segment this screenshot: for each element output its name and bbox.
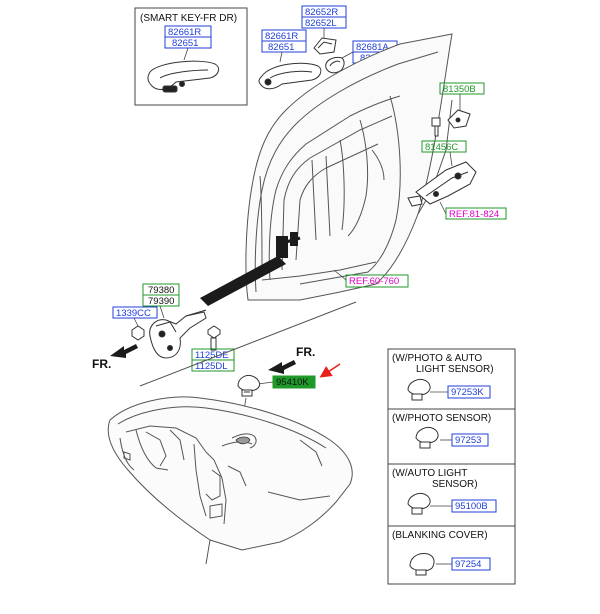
hinge-cap bbox=[447, 109, 471, 129]
outside-door-handle bbox=[258, 62, 322, 90]
svg-text:81456C: 81456C bbox=[425, 142, 458, 153]
svg-text:95100B: 95100B bbox=[455, 501, 488, 512]
part-label-1125DE[interactable]: 1125DE bbox=[191, 348, 235, 361]
svg-text:REF.81-824: REF.81-824 bbox=[449, 209, 499, 220]
svg-text:1125DL: 1125DL bbox=[195, 361, 228, 372]
option-panel-photo-auto: (W/PHOTO & AUTO LIGHT SENSOR) 97253K bbox=[387, 348, 516, 410]
svg-text:81350B: 81350B bbox=[443, 84, 476, 95]
part-label-82661R-handle[interactable]: 82661R bbox=[261, 29, 307, 42]
part-label-95410K[interactable]: 95410K bbox=[272, 375, 316, 389]
part-label-97253K[interactable]: 97253K bbox=[447, 385, 491, 399]
svg-text:FR.: FR. bbox=[92, 357, 111, 371]
part-label-82652R[interactable]: 82652R bbox=[301, 5, 347, 18]
hinge-bolt bbox=[431, 117, 441, 137]
blanking-cover-97254 bbox=[409, 553, 435, 576]
part-label-97254[interactable]: 97254 bbox=[451, 557, 491, 571]
part-label-97253[interactable]: 97253 bbox=[451, 433, 489, 447]
part-label-82651-smart[interactable]: 82651 bbox=[164, 36, 212, 49]
part-label-79380[interactable]: 79380 bbox=[142, 283, 180, 296]
svg-text:82652L: 82652L bbox=[305, 18, 337, 29]
hex-nut bbox=[131, 325, 145, 341]
ref-label-81-824[interactable]: REF.81-824 bbox=[445, 207, 507, 220]
handle-cap bbox=[325, 57, 345, 74]
front-direction-arrow-lower: FR. bbox=[92, 344, 138, 371]
door-check-link-on-door bbox=[276, 232, 301, 258]
smart-key-door-handle bbox=[147, 60, 220, 93]
svg-text:82652R: 82652R bbox=[305, 7, 338, 18]
option-panel-photo: (W/PHOTO SENSOR) 97253 bbox=[387, 408, 516, 465]
svg-text:82651: 82651 bbox=[268, 42, 294, 53]
sensor-part-97253K bbox=[407, 379, 431, 401]
highlight-arrow bbox=[319, 363, 341, 378]
checker-bolt bbox=[207, 325, 221, 351]
option-subtitle-photo-auto: LIGHT SENSOR) bbox=[416, 364, 494, 375]
smart-key-frame bbox=[134, 7, 248, 106]
svg-text:79390: 79390 bbox=[148, 296, 174, 307]
smart-key-frame-label: (SMART KEY-FR DR) bbox=[140, 13, 237, 24]
sensor-cover-part bbox=[237, 375, 261, 397]
part-label-82661R-smart[interactable]: 82661R bbox=[164, 25, 212, 38]
option-title-blanking: (BLANKING COVER) bbox=[392, 530, 488, 541]
dashboard-crash-pad bbox=[107, 396, 353, 565]
sensor-part-95100B bbox=[407, 493, 431, 515]
dashboard-speaker-grille bbox=[235, 436, 251, 445]
handle-cover bbox=[313, 37, 337, 55]
svg-text:1339CC: 1339CC bbox=[116, 308, 151, 319]
svg-text:95410K: 95410K bbox=[276, 377, 309, 388]
option-title-photo-auto: (W/PHOTO & AUTO bbox=[392, 353, 482, 364]
part-label-1125DL[interactable]: 1125DL bbox=[191, 359, 235, 372]
option-title-auto-light: (W/AUTO LIGHT bbox=[392, 468, 467, 479]
svg-text:82651: 82651 bbox=[172, 38, 198, 49]
option-panel-blanking: (BLANKING COVER) 97254 bbox=[387, 525, 516, 585]
option-panel-auto-light: (W/AUTO LIGHT SENSOR) 95100B bbox=[387, 463, 516, 527]
part-label-79390[interactable]: 79390 bbox=[142, 294, 180, 307]
door-hinge bbox=[407, 161, 477, 207]
ref-label-60-760[interactable]: REF.60-760 bbox=[345, 274, 409, 288]
part-label-1339CC[interactable]: 1339CC bbox=[112, 306, 158, 319]
svg-text:97253: 97253 bbox=[455, 435, 481, 446]
svg-text:82681A: 82681A bbox=[356, 42, 389, 53]
section-divider bbox=[139, 301, 357, 387]
svg-text:1125DE: 1125DE bbox=[195, 350, 229, 361]
svg-text:97254: 97254 bbox=[455, 559, 481, 570]
part-label-81456C[interactable]: 81456C bbox=[421, 140, 467, 153]
svg-text:82661R: 82661R bbox=[168, 27, 201, 38]
front-direction-arrow-upper: FR. bbox=[268, 345, 315, 374]
option-title-photo: (W/PHOTO SENSOR) bbox=[392, 413, 491, 424]
svg-text:FR.: FR. bbox=[296, 345, 315, 359]
svg-text:79380: 79380 bbox=[148, 285, 174, 296]
svg-text:97253K: 97253K bbox=[451, 387, 484, 398]
leader-band bbox=[200, 256, 286, 306]
part-label-95100B[interactable]: 95100B bbox=[451, 499, 497, 513]
option-subtitle-auto-light: SENSOR) bbox=[432, 479, 478, 490]
sensor-part-97253 bbox=[415, 427, 439, 449]
part-label-81350B[interactable]: 81350B bbox=[439, 82, 485, 95]
part-label-82652L[interactable]: 82652L bbox=[301, 16, 347, 29]
svg-text:82661R: 82661R bbox=[265, 31, 298, 42]
svg-text:REF.60-760: REF.60-760 bbox=[349, 276, 399, 287]
part-label-82651-handle[interactable]: 82651 bbox=[261, 40, 307, 53]
door-checker bbox=[149, 309, 207, 359]
